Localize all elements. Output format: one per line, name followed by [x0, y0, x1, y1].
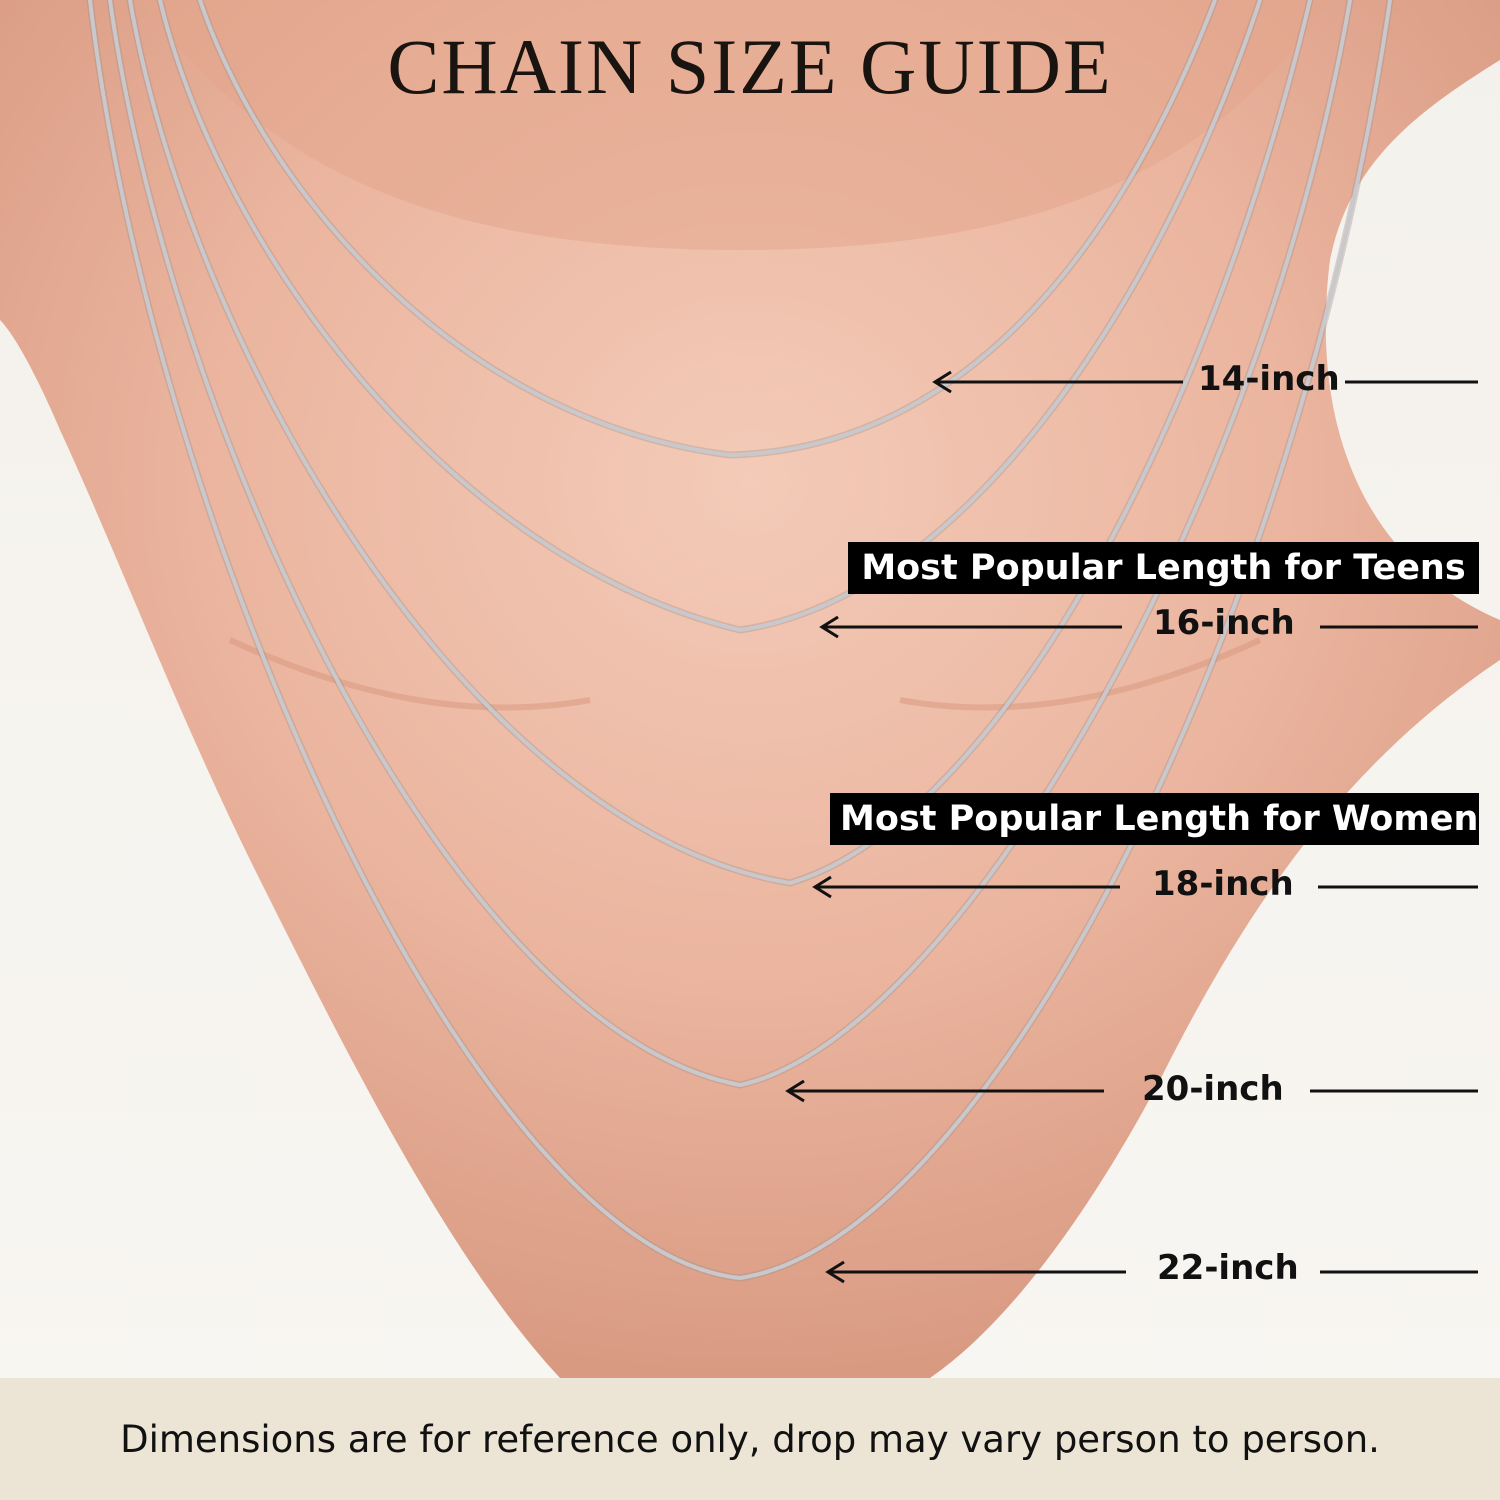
collarbone-right [899, 637, 1262, 711]
chain-18 [128, 0, 1312, 886]
size-label-20: 20-inch [1142, 1069, 1284, 1109]
footer-note: Dimensions are for reference only, drop … [120, 1417, 1380, 1461]
arrow-head-18 [812, 875, 832, 899]
arrow-group [785, 370, 1478, 1284]
chain-20 [108, 0, 1352, 1088]
collarbone-left [228, 637, 591, 711]
size-label-16: 16-inch [1153, 603, 1295, 643]
footer-note-bar: Dimensions are for reference only, drop … [0, 1378, 1500, 1500]
chain-16 [158, 0, 1262, 633]
neck-chest-shape [0, 0, 1500, 1378]
page-title: CHAIN SIZE GUIDE [387, 23, 1113, 110]
arrow-head-20 [785, 1079, 805, 1103]
size-label-18: 18-inch [1152, 864, 1294, 904]
size-label-22: 22-inch [1157, 1248, 1299, 1288]
arrow-head-14 [932, 370, 952, 394]
chin-shadow [140, 0, 1330, 250]
arrow-head-22 [825, 1260, 845, 1284]
size-label-14: 14-inch [1198, 359, 1340, 399]
chain-14 [198, 0, 1217, 458]
badge-teens: Most Popular Length for Teens [848, 542, 1479, 594]
badge-women: Most Popular Length for Women [830, 793, 1479, 845]
arrow-head-16 [819, 615, 839, 639]
